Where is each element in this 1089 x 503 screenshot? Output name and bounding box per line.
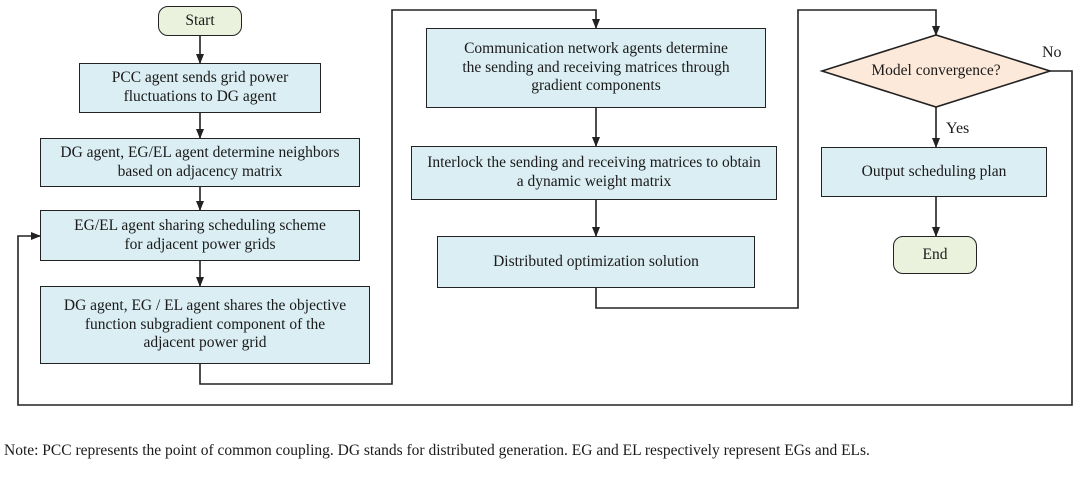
flowchart-connectors xyxy=(17,9,1073,406)
process-distributed-optimization: Distributed optimization solution xyxy=(437,236,755,288)
decision-diamond xyxy=(819,34,1053,108)
flowchart: Start PCC agent sends grid power fluctua… xyxy=(17,6,1073,406)
no-label: No xyxy=(1042,44,1062,61)
start-terminal: Start xyxy=(158,6,242,36)
arrow-no-feedback-loop xyxy=(17,70,1073,406)
arrow-distributed-to-convergence xyxy=(595,9,940,309)
process-share-scheduling: EG/EL agent sharing scheduling scheme fo… xyxy=(40,210,360,261)
process-communication-agents: Communication network agents determine t… xyxy=(426,28,766,108)
arrow-subgradient-to-comm-agents xyxy=(199,9,600,385)
process-share-subgradient: DG agent, EG / EL agent shares the objec… xyxy=(40,286,370,364)
process-pcc-agent: PCC agent sends grid power fluctuations … xyxy=(79,63,321,113)
end-terminal: End xyxy=(893,236,977,274)
process-interlock-matrices: Interlock the sending and receiving matr… xyxy=(411,146,777,200)
process-determine-neighbors: DG agent, EG/EL agent determine neighbor… xyxy=(40,138,360,187)
footnote: Note: PCC represents the point of common… xyxy=(4,442,870,459)
process-output-scheduling-plan: Output scheduling plan xyxy=(821,147,1047,197)
yes-label: Yes xyxy=(946,120,970,137)
decision-label: Model convergence? xyxy=(871,61,1001,79)
